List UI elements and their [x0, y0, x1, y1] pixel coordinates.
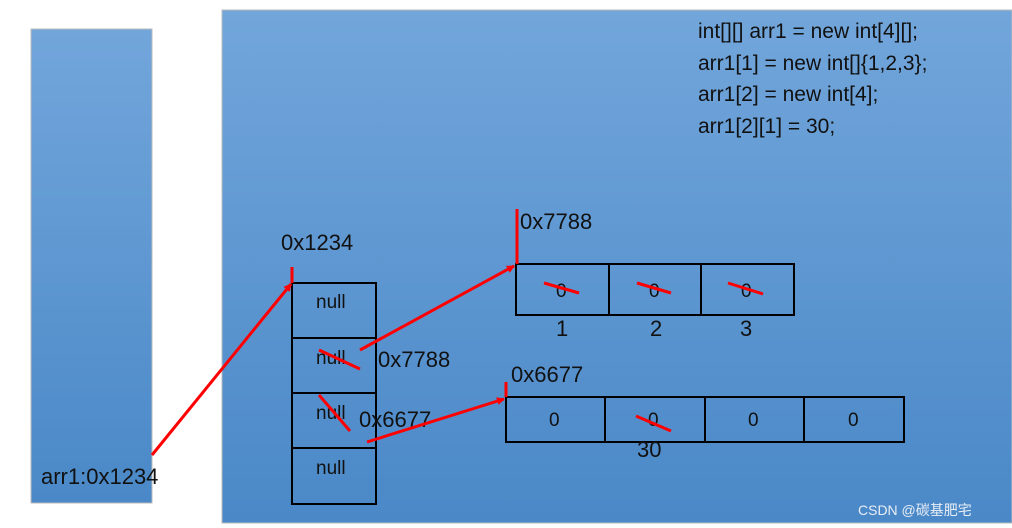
- pointer-arrow: [150, 283, 293, 456]
- array2-cell: 0: [748, 410, 759, 431]
- stack-panel: [30, 28, 153, 504]
- array1-cell: 0: [741, 281, 752, 302]
- array-2: 0 0 0 0 30: [505, 396, 905, 462]
- outer-array-address: 0x1234: [281, 230, 353, 255]
- pointer-arrow: [359, 264, 515, 352]
- array1-address: 0x7788: [520, 209, 592, 234]
- array2-cell: 0: [549, 410, 560, 431]
- outer-cell: null: [316, 458, 346, 479]
- strike-mark: [318, 348, 361, 371]
- array1-new-value: 2: [650, 316, 662, 341]
- strike-mark: [727, 281, 764, 296]
- array1-cell: 0: [556, 281, 567, 302]
- array2-new-value: 30: [637, 437, 661, 462]
- array2-address: 0x6677: [511, 362, 583, 387]
- strike-mark: [636, 281, 672, 295]
- array-1: 0 0 0 1 2 3: [515, 263, 795, 341]
- array2-cell: 0: [648, 410, 659, 431]
- code-line: arr1[2] = new int[4];: [698, 83, 878, 106]
- code-line: arr1[1] = new int[]{1,2,3};: [698, 52, 927, 75]
- heap-panel: [221, 9, 1012, 524]
- watermark: CSDN @碳基肥宅: [858, 502, 972, 518]
- array1-new-value: 1: [556, 316, 568, 341]
- strike-mark: [635, 414, 672, 433]
- outer-array: null null null null: [291, 282, 377, 505]
- red-annotations: [150, 209, 764, 456]
- ref-label: 0x7788: [378, 347, 450, 372]
- ref-label: 0x6677: [359, 407, 431, 432]
- stack-variable: arr1:0x1234: [41, 464, 158, 489]
- code-block: int[][] arr1 = new int[4][]; arr1[1] = n…: [698, 20, 927, 138]
- code-line: int[][] arr1 = new int[4][];: [698, 20, 918, 43]
- pointer-arrow: [366, 397, 505, 444]
- code-line: arr1[2][1] = 30;: [698, 115, 835, 138]
- array1-new-value: 3: [740, 316, 752, 341]
- array1-cell: 0: [649, 281, 660, 302]
- array2-cell: 0: [848, 410, 859, 431]
- strike-mark: [317, 394, 352, 432]
- outer-cell: null: [316, 292, 346, 313]
- strike-mark: [543, 281, 580, 295]
